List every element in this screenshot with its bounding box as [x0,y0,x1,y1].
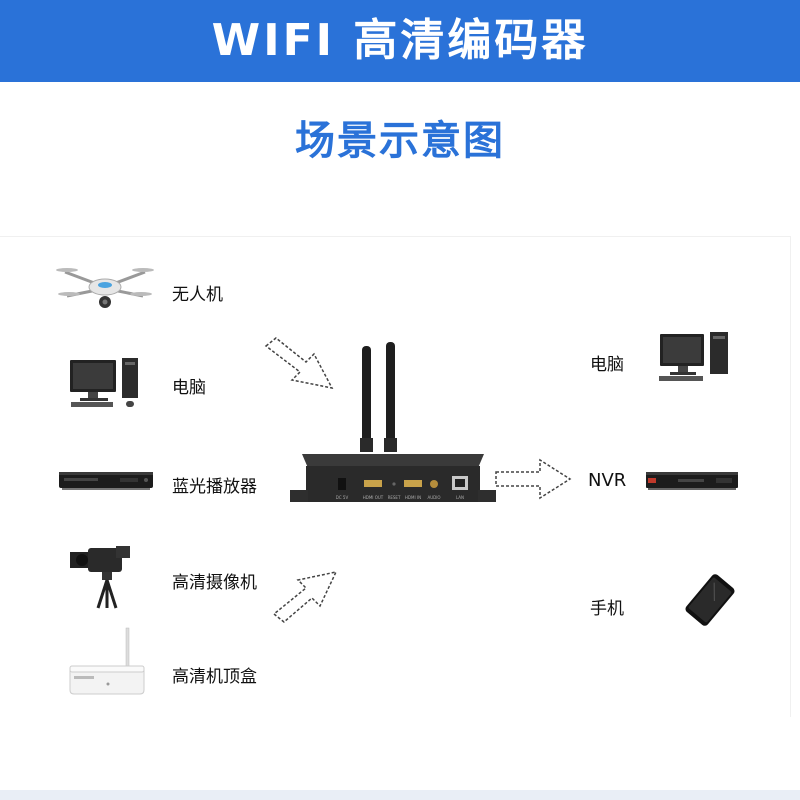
bluray-player-icon [58,466,154,494]
scene-diagram-subtitle: 场景示意图 [0,108,800,166]
video-camera-icon [68,544,138,610]
wifi-encoder-device: DC 5V HDMI OUT RESET HDMI IN AUDIO LAN [288,342,498,510]
input-label-drone: 无人机 [172,280,223,305]
output-label-computer: 电脑 [590,350,624,375]
arrow-in-bottom-icon [270,568,340,626]
output-label-nvr: NVR [588,470,626,491]
port-label-audio: AUDIO [427,495,440,500]
input-label-settopbox: 高清机顶盒 [172,662,257,687]
port-label-dc: DC 5V [336,495,349,500]
input-label-computer: 电脑 [172,373,206,398]
bottom-strip [0,790,800,800]
input-label-bluray: 蓝光播放器 [172,472,257,497]
port-label-lan: LAN [456,495,464,500]
drone-icon [55,258,155,318]
input-label-camcorder: 高清摄像机 [172,568,257,593]
port-label-reset: RESET [388,495,401,500]
set-top-box-icon [66,626,148,696]
output-label-phone: 手机 [590,594,624,619]
port-label-hdmi-in: HDMI IN [405,495,421,500]
desktop-computer-icon [654,330,734,384]
desktop-computer-icon [68,356,140,410]
smartphone-icon [680,574,740,626]
nvr-recorder-icon [644,468,740,494]
page-title: WIFI 高清编码器 [0,0,800,82]
arrow-out-icon [494,456,574,502]
port-label-hdmi-out: HDMI OUT [363,495,384,500]
